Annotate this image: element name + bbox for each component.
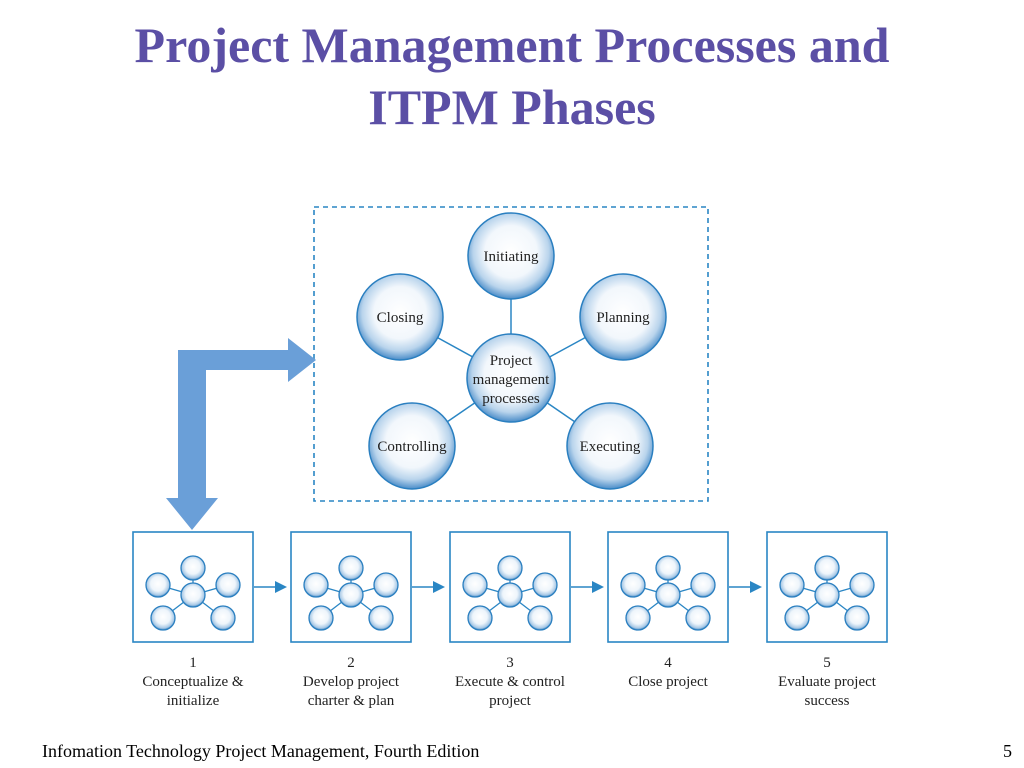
process-group-frame [313,206,709,502]
svg-text:initialize: initialize [167,693,220,709]
svg-text:processes: processes [482,391,540,407]
svg-text:4: 4 [664,655,672,671]
phase-box-3 [449,531,571,643]
phase-4-label: 4 Close project [628,655,708,690]
svg-text:Project: Project [490,353,533,369]
svg-text:Initiating: Initiating [484,249,539,265]
svg-text:Evaluate project: Evaluate project [778,674,877,690]
phase-box-5 [766,531,888,643]
svg-text:Executing: Executing [580,439,641,455]
phase-5-label: 5 Evaluate project success [778,655,877,709]
phase-box-1 [132,531,254,643]
svg-text:Planning: Planning [596,310,650,326]
svg-text:Conceptualize &: Conceptualize & [142,674,244,690]
svg-text:Develop project: Develop project [303,674,400,690]
svg-text:management: management [473,372,550,388]
node-executing: Executing [566,402,654,490]
node-initiating: Initiating [467,212,555,300]
phase-box-2 [290,531,412,643]
phase-1-label: 1 Conceptualize & initialize [142,655,244,709]
node-project-management-processes: Project management processes [466,333,556,423]
svg-text:2: 2 [347,655,355,671]
phase-2-label: 2 Develop project charter & plan [303,655,400,709]
svg-text:Execute & control: Execute & control [455,674,565,690]
svg-text:Controlling: Controlling [377,439,447,455]
phase-box-4 [607,531,729,643]
node-controlling: Controlling [368,402,456,490]
footer-text: Infomation Technology Project Management… [42,741,480,761]
svg-text:5: 5 [823,655,831,671]
svg-text:1: 1 [189,655,197,671]
page-number: 5 [1003,741,1012,761]
node-planning: Planning [579,273,667,361]
phase-3-label: 3 Execute & control project [455,655,565,709]
svg-text:success: success [805,693,850,709]
svg-text:project: project [489,693,531,709]
page-title: Project Management Processes and ITPM Ph… [0,14,1024,138]
phase-boxes [132,531,888,643]
svg-text:charter & plan: charter & plan [308,693,395,709]
title-line-1: Project Management Processes and [134,17,890,73]
svg-text:Closing: Closing [377,310,424,326]
svg-text:3: 3 [506,655,514,671]
title-line-2: ITPM Phases [368,79,656,135]
link-arrow [166,338,316,530]
svg-text:Close project: Close project [628,674,708,690]
node-closing: Closing [356,273,444,361]
